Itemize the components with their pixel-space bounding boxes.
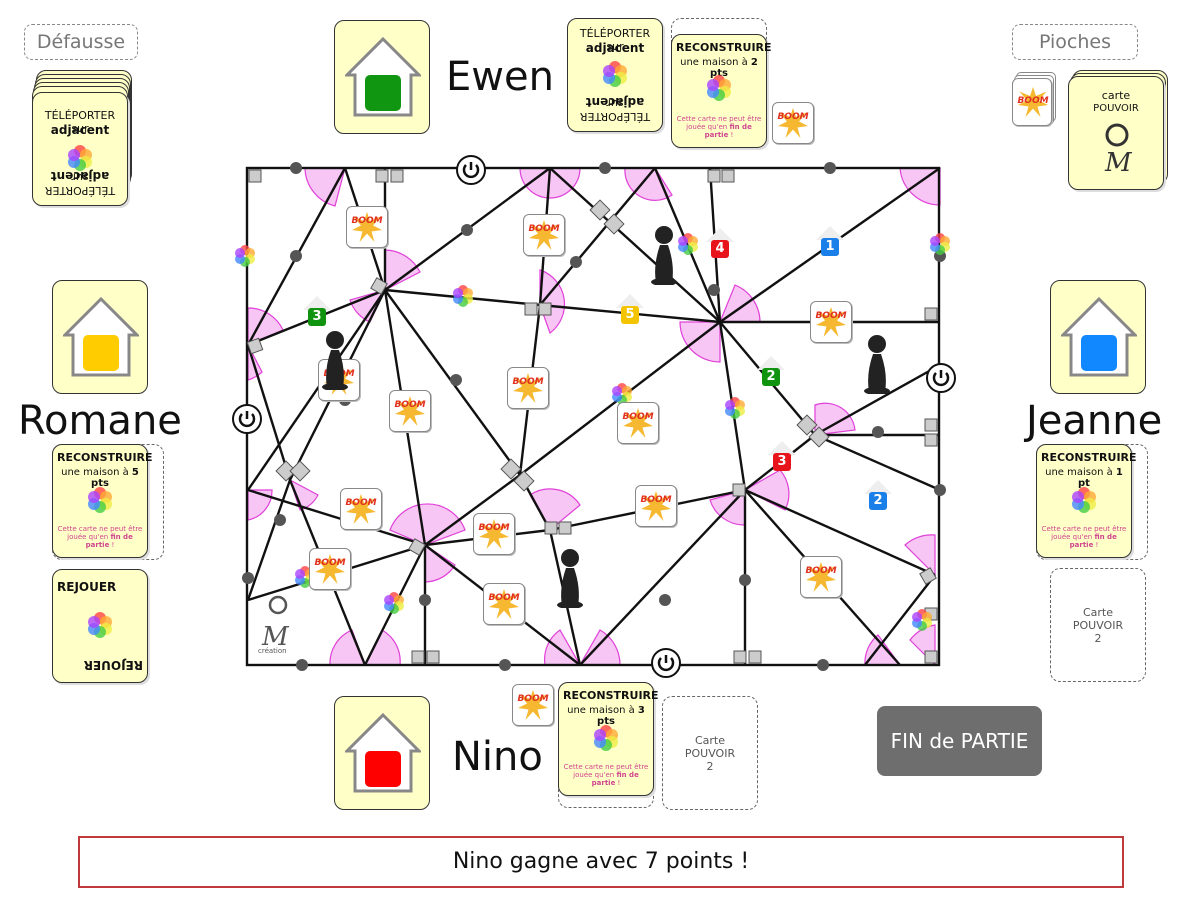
boom-card: BOOM (1012, 78, 1052, 126)
flower-icon (594, 725, 618, 751)
house-icon (345, 712, 421, 793)
house-marker[interactable]: 5 (616, 294, 644, 324)
rebuild-sub: une maison à 5 pts (61, 467, 139, 489)
rebuild-title: RECONSTRUIRE (1041, 451, 1137, 464)
house-icon (1061, 296, 1137, 377)
nino-house-card (334, 696, 430, 810)
svg-text:M: M (1104, 148, 1133, 178)
boom-tile[interactable]: BOOM (389, 390, 431, 432)
boom-tile[interactable]: BOOM (340, 488, 382, 530)
boom-tile[interactable]: BOOM (810, 301, 852, 343)
boom-tile[interactable]: BOOM (309, 548, 351, 590)
rebuild-sub: une maison à 2 pts (680, 57, 758, 79)
player-name-romane: Romane (18, 398, 182, 444)
rebuild-note: Cette carte ne peut être jouée qu'en fin… (676, 115, 762, 139)
card-line1-flipped: TÉLÉPORTER sur (44, 171, 116, 197)
pawn-icon[interactable] (555, 548, 585, 608)
flower-icon (68, 145, 92, 171)
jeanne-rebuild-card[interactable]: RECONSTRUIRE une maison à 1 pt Cette car… (1036, 444, 1137, 558)
discard-top-card: TÉLÉPORTER sur adjacent adjacent TÉLÉPOR… (32, 92, 128, 206)
house-marker[interactable]: 3 (768, 441, 796, 471)
small-draw-pile[interactable]: BOOM (1012, 72, 1056, 128)
rebuild-note: Cette carte ne peut être jouée qu'en fin… (57, 525, 143, 549)
ewen-boom-card[interactable]: BOOM (772, 102, 814, 144)
rebuild-sub: une maison à 3 pts (567, 705, 645, 727)
boom-tile[interactable]: BOOM (523, 214, 565, 256)
rebuild-note: Cette carte ne peut être jouée qu'en fin… (563, 763, 649, 787)
card-line2: adjacent (50, 123, 110, 137)
power-icon[interactable] (926, 363, 956, 393)
house-marker[interactable]: 1 (816, 226, 844, 256)
ewen-teleport-card[interactable]: TÉLÉPORTER sur adjacent adjacent TÉLÉPOR… (567, 18, 663, 132)
draw-pile-label: Pioches (1012, 24, 1138, 60)
flower-icon (707, 75, 731, 101)
power-icon[interactable] (232, 404, 262, 434)
power-card: carte POUVOIR M (1068, 76, 1164, 190)
rebuild-note: Cette carte ne peut être jouée qu'en fin… (1041, 525, 1127, 549)
house-marker[interactable]: 2 (757, 356, 785, 386)
rebuild-title: RECONSTRUIRE (57, 451, 153, 464)
house-icon (345, 36, 421, 117)
flower-icon (1072, 487, 1096, 513)
boom-tile[interactable]: BOOM (473, 513, 515, 555)
rebuild-sub: une maison à 1 pt (1045, 467, 1123, 489)
romane-replay-card[interactable]: REJOUER REJOUER (52, 569, 148, 683)
pawn-icon[interactable] (649, 225, 679, 285)
flower-icon (88, 487, 112, 513)
player-name-nino: Nino (452, 734, 543, 780)
pawn-icon[interactable] (862, 334, 892, 394)
card-line2: adjacent (585, 41, 645, 55)
power-draw-pile[interactable]: carte POUVOIR M (1068, 70, 1168, 190)
boom-tile[interactable]: BOOM (635, 485, 677, 527)
boom-tile[interactable]: BOOM (800, 556, 842, 598)
ewen-rebuild-card[interactable]: RECONSTRUIRE une maison à 2 pts Cette ca… (671, 34, 772, 148)
boom-tile[interactable]: BOOM (483, 583, 525, 625)
boom-tile[interactable]: BOOM (617, 402, 659, 444)
logo-icon: M (1104, 123, 1133, 178)
card-line1: TÉLÉPORTER sur (44, 109, 116, 135)
pawn-icon[interactable] (320, 330, 350, 390)
nino-boom-card[interactable]: BOOM (512, 684, 554, 726)
card-line1-flipped: TÉLÉPORTER sur (579, 97, 651, 123)
replay-title: REJOUER (57, 580, 117, 594)
house-marker[interactable]: 4 (706, 228, 734, 258)
house-marker[interactable]: 3 (303, 296, 331, 326)
power-icon[interactable] (456, 155, 486, 185)
svg-text:création: création (258, 647, 287, 655)
house-icon (63, 296, 139, 377)
anchor-squares (246, 169, 938, 664)
flower-icon (603, 61, 627, 87)
player-name-jeanne: Jeanne (1026, 398, 1163, 444)
romane-house-card (52, 280, 148, 394)
card-line1: TÉLÉPORTER sur (579, 27, 651, 53)
discard-pile[interactable]: TÉLÉPORTER sur adjacent adjacent TÉLÉPOR… (32, 70, 132, 210)
status-message: Nino gagne avec 7 points ! (78, 836, 1124, 888)
jeanne-house-card (1050, 280, 1146, 394)
rebuild-title: RECONSTRUIRE (563, 689, 659, 702)
boom-tile[interactable]: BOOM (346, 206, 388, 248)
end-game-button[interactable]: FIN de PARTIE (877, 706, 1042, 776)
flower-icon (88, 612, 112, 638)
power-card-line1: carte (1101, 89, 1131, 102)
rebuild-title: RECONSTRUIRE (676, 41, 772, 54)
ewen-house-card (334, 20, 430, 134)
discard-label: Défausse (24, 24, 138, 60)
logo-icon: M création (258, 595, 290, 655)
boom-tile[interactable]: BOOM (507, 367, 549, 409)
romane-rebuild-card[interactable]: RECONSTRUIRE une maison à 5 pts Cette ca… (52, 444, 153, 558)
power-card-line2: POUVOIR (1093, 103, 1139, 114)
power-icon[interactable] (651, 648, 681, 678)
player-name-ewen: Ewen (446, 54, 554, 100)
nino-rebuild-card[interactable]: RECONSTRUIRE une maison à 3 pts Cette ca… (558, 682, 659, 796)
house-marker[interactable]: 2 (864, 480, 892, 510)
game-board[interactable]: M création (230, 150, 960, 680)
replay-title-flipped: REJOUER (83, 658, 143, 672)
svg-text:M: M (261, 622, 290, 652)
